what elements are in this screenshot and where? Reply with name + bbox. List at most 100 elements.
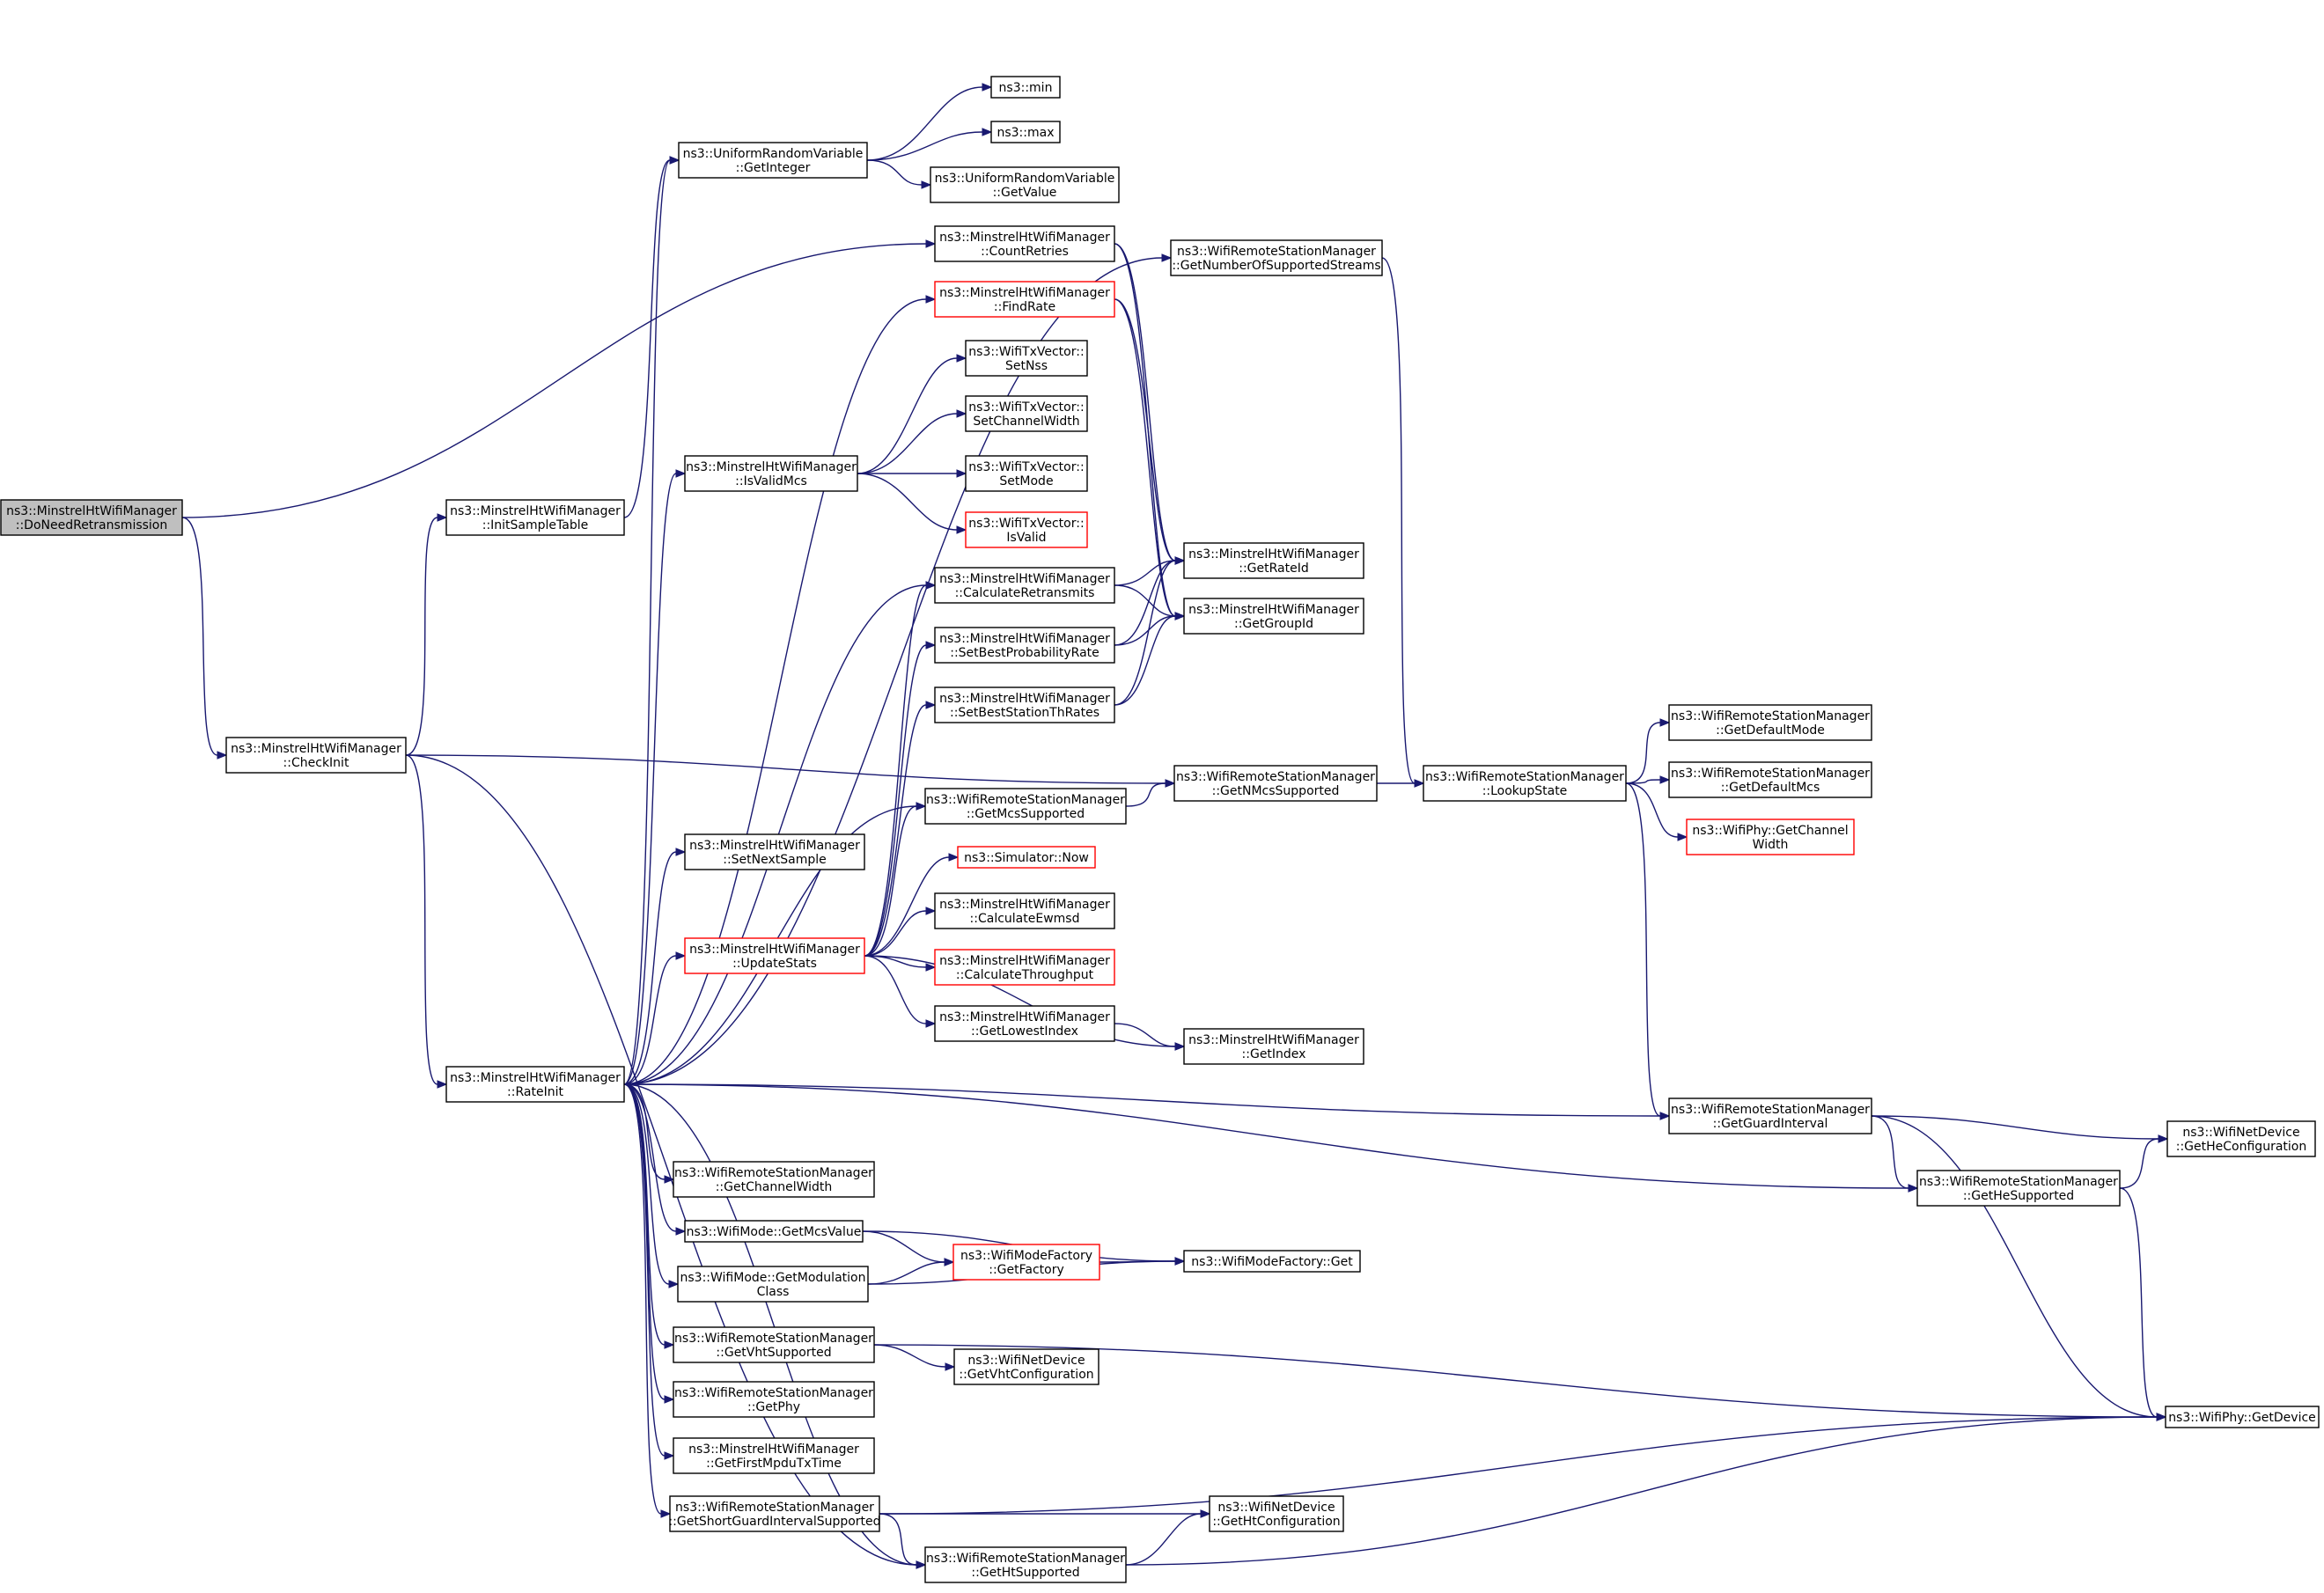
node-label: ::InitSampleTable — [482, 518, 589, 532]
node-label: ns3::MinstrelHtWifiManager — [231, 742, 401, 756]
node-get-default-mode[interactable]: ns3::WifiRemoteStationManager::GetDefaul… — [1668, 704, 1872, 741]
node-box — [1170, 239, 1383, 276]
node-count-retries[interactable]: ns3::MinstrelHtWifiManager::CountRetries — [934, 225, 1115, 262]
edge-get-lowest-index-to-get-index — [1114, 1023, 1176, 1047]
arrowhead-icon — [956, 409, 967, 418]
node-label: ::FindRate — [994, 300, 1055, 314]
node-find-rate[interactable]: ns3::MinstrelHtWifiManager::FindRate — [934, 281, 1115, 318]
node-box — [924, 1546, 1127, 1583]
node-label: ns3::MinstrelHtWifiManager — [689, 839, 860, 853]
edges-layer — [181, 83, 2169, 1569]
edge-init-sample-table-to-get-integer — [623, 159, 671, 518]
node-box — [934, 225, 1115, 262]
node-get-guard-interval[interactable]: ns3::WifiRemoteStationManager::GetGuardI… — [1668, 1097, 1872, 1134]
edge-get-he-supported-to-get-device — [2119, 1187, 2158, 1418]
arrowhead-icon — [956, 469, 967, 478]
node-label: ::GetHeSupported — [1963, 1189, 2074, 1203]
node-box — [1183, 1028, 1364, 1065]
node-get-phy[interactable]: ns3::WifiRemoteStationManager::GetPhy — [673, 1381, 875, 1418]
node-box — [1173, 765, 1378, 802]
node-label: ::GetGroupId — [1234, 617, 1313, 631]
node-get-ht-supported[interactable]: ns3::WifiRemoteStationManager::GetHtSupp… — [924, 1546, 1127, 1583]
node-get-nmcs-supported[interactable]: ns3::WifiRemoteStationManager::GetNMcsSu… — [1173, 765, 1378, 802]
node-label: ns3::MinstrelHtWifiManager — [1188, 603, 1359, 617]
node-set-best-station-th-rates[interactable]: ns3::MinstrelHtWifiManager::SetBestStati… — [934, 686, 1115, 723]
node-get-channel-width-phy[interactable]: ns3::WifiPhy::GetChannelWidth — [1686, 819, 1855, 855]
node-box — [990, 121, 1061, 143]
node-label: ns3::WifiNetDevice — [967, 1354, 1085, 1368]
node-box — [965, 511, 1088, 548]
node-get-value[interactable]: ns3::UniformRandomVariable::GetValue — [930, 166, 1120, 203]
node-get-lowest-index[interactable]: ns3::MinstrelHtWifiManager::GetLowestInd… — [934, 1005, 1115, 1042]
node-factory-get[interactable]: ns3::WifiModeFactory::Get — [1183, 1250, 1361, 1273]
node-set-nss[interactable]: ns3::WifiTxVector::SetNss — [965, 340, 1088, 377]
node-label: IsValid — [1006, 531, 1046, 545]
node-box — [930, 166, 1120, 203]
arrowhead-icon — [956, 354, 967, 363]
node-label: ns3::WifiMode::GetModulation — [680, 1271, 866, 1285]
node-get-rate-id[interactable]: ns3::MinstrelHtWifiManager::GetRateId — [1183, 542, 1364, 579]
node-max[interactable]: ns3::max — [990, 121, 1061, 143]
node-get-index[interactable]: ns3::MinstrelHtWifiManager::GetIndex — [1183, 1028, 1364, 1065]
node-get-vht-supported[interactable]: ns3::WifiRemoteStationManager::GetVhtSup… — [673, 1326, 875, 1363]
node-rate-init[interactable]: ns3::MinstrelHtWifiManager::RateInit — [445, 1066, 625, 1103]
node-get-vht-configuration[interactable]: ns3::WifiNetDevice::GetVhtConfiguration — [953, 1348, 1099, 1385]
node-label: ::GetNumberOfSupportedStreams — [1172, 259, 1380, 273]
node-get-he-supported[interactable]: ns3::WifiRemoteStationManager::GetHeSupp… — [1916, 1170, 2121, 1207]
node-init-sample-table[interactable]: ns3::MinstrelHtWifiManager::InitSampleTa… — [445, 499, 625, 536]
arrowhead-icon — [669, 156, 680, 165]
node-get-group-id[interactable]: ns3::MinstrelHtWifiManager::GetGroupId — [1183, 598, 1364, 635]
node-label: SetNss — [1005, 359, 1048, 373]
node-now[interactable]: ns3::Simulator::Now — [957, 846, 1096, 869]
node-label: ns3::WifiPhy::GetChannel — [1692, 824, 1848, 838]
node-label: ::GetDefaultMcs — [1721, 781, 1820, 795]
edge-rate-init-to-get-modulation-class — [623, 1083, 670, 1285]
node-label: Class — [757, 1285, 790, 1299]
node-label: ::GetGuardInterval — [1713, 1117, 1828, 1131]
edge-rate-init-to-get-ht-supported — [623, 1083, 917, 1566]
node-get-device[interactable]: ns3::WifiPhy::GetDevice — [2165, 1406, 2320, 1428]
node-label: SetChannelWidth — [973, 415, 1079, 429]
node-calculate-retransmits[interactable]: ns3::MinstrelHtWifiManager::CalculateRet… — [934, 567, 1115, 604]
node-get-integer[interactable]: ns3::UniformRandomVariable::GetInteger — [678, 142, 868, 179]
node-get-he-configuration[interactable]: ns3::WifiNetDevice::GetHeConfiguration — [2166, 1120, 2316, 1157]
edge-lookup-state-to-get-guard-interval — [1625, 782, 1661, 1117]
node-get-default-mcs[interactable]: ns3::WifiRemoteStationManager::GetDefaul… — [1668, 761, 1872, 798]
node-get-number-of-supported-streams[interactable]: ns3::WifiRemoteStationManager::GetNumber… — [1170, 239, 1383, 276]
edge-rate-init-to-get-first-mpdu-tx-time — [623, 1083, 666, 1457]
node-calculate-throughput[interactable]: ns3::MinstrelHtWifiManager::CalculateThr… — [934, 949, 1115, 986]
edge-lookup-state-to-get-default-mode — [1625, 722, 1661, 784]
node-label: ns3::WifiRemoteStationManager — [674, 1166, 873, 1180]
node-label: ::GetFactory — [989, 1263, 1064, 1277]
edge-get-ht-supported-to-get-device — [1125, 1416, 2158, 1566]
node-min[interactable]: ns3::min — [990, 76, 1061, 99]
node-get-channel-width[interactable]: ns3::WifiRemoteStationManager::GetChanne… — [673, 1161, 875, 1198]
node-label: ns3::WifiRemoteStationManager — [1671, 1103, 1870, 1117]
node-box — [965, 455, 1088, 492]
node-check-init[interactable]: ns3::MinstrelHtWifiManager::CheckInit — [225, 737, 407, 774]
node-get-mcs-supported[interactable]: ns3::WifiRemoteStationManager::GetMcsSup… — [924, 788, 1127, 825]
node-get-first-mpdu-tx-time[interactable]: ns3::MinstrelHtWifiManager::GetFirstMpdu… — [673, 1437, 875, 1474]
arrowhead-icon — [2156, 1413, 2167, 1421]
node-set-best-probability-rate[interactable]: ns3::MinstrelHtWifiManager::SetBestProba… — [934, 627, 1115, 664]
node-get-short-guard-interval-supported[interactable]: ns3::WifiRemoteStationManager::GetShortG… — [668, 1495, 881, 1532]
node-box — [2165, 1406, 2320, 1428]
node-get-mcs-value[interactable]: ns3::WifiMode::GetMcsValue — [684, 1220, 864, 1243]
node-is-valid-mcs[interactable]: ns3::MinstrelHtWifiManager::IsValidMcs — [684, 455, 858, 492]
node-do-need-retransmission[interactable]: ns3::MinstrelHtWifiManager::DoNeedRetran… — [0, 499, 183, 536]
node-label: ns3::MinstrelHtWifiManager — [6, 504, 177, 518]
node-update-stats[interactable]: ns3::MinstrelHtWifiManager::UpdateStats — [684, 937, 865, 974]
node-lookup-state[interactable]: ns3::WifiRemoteStationManager::LookupSta… — [1423, 765, 1627, 802]
arrowhead-icon — [1659, 1112, 1671, 1120]
node-get-factory[interactable]: ns3::WifiModeFactory::GetFactory — [952, 1244, 1100, 1281]
node-set-mode[interactable]: ns3::WifiTxVector::SetMode — [965, 455, 1088, 492]
node-get-ht-configuration[interactable]: ns3::WifiNetDevice::GetHtConfiguration — [1209, 1495, 1344, 1532]
node-label: ns3::MinstrelHtWifiManager — [450, 504, 621, 518]
node-calculate-ewmsd[interactable]: ns3::MinstrelHtWifiManager::CalculateEwm… — [934, 892, 1115, 929]
node-is-valid[interactable]: ns3::WifiTxVector::IsValid — [965, 511, 1088, 548]
node-set-next-sample[interactable]: ns3::MinstrelHtWifiManager::SetNextSampl… — [684, 833, 865, 870]
node-label: ::GetHtConfiguration — [1212, 1515, 1340, 1529]
node-set-channel-width[interactable]: ns3::WifiTxVector::SetChannelWidth — [965, 395, 1088, 432]
